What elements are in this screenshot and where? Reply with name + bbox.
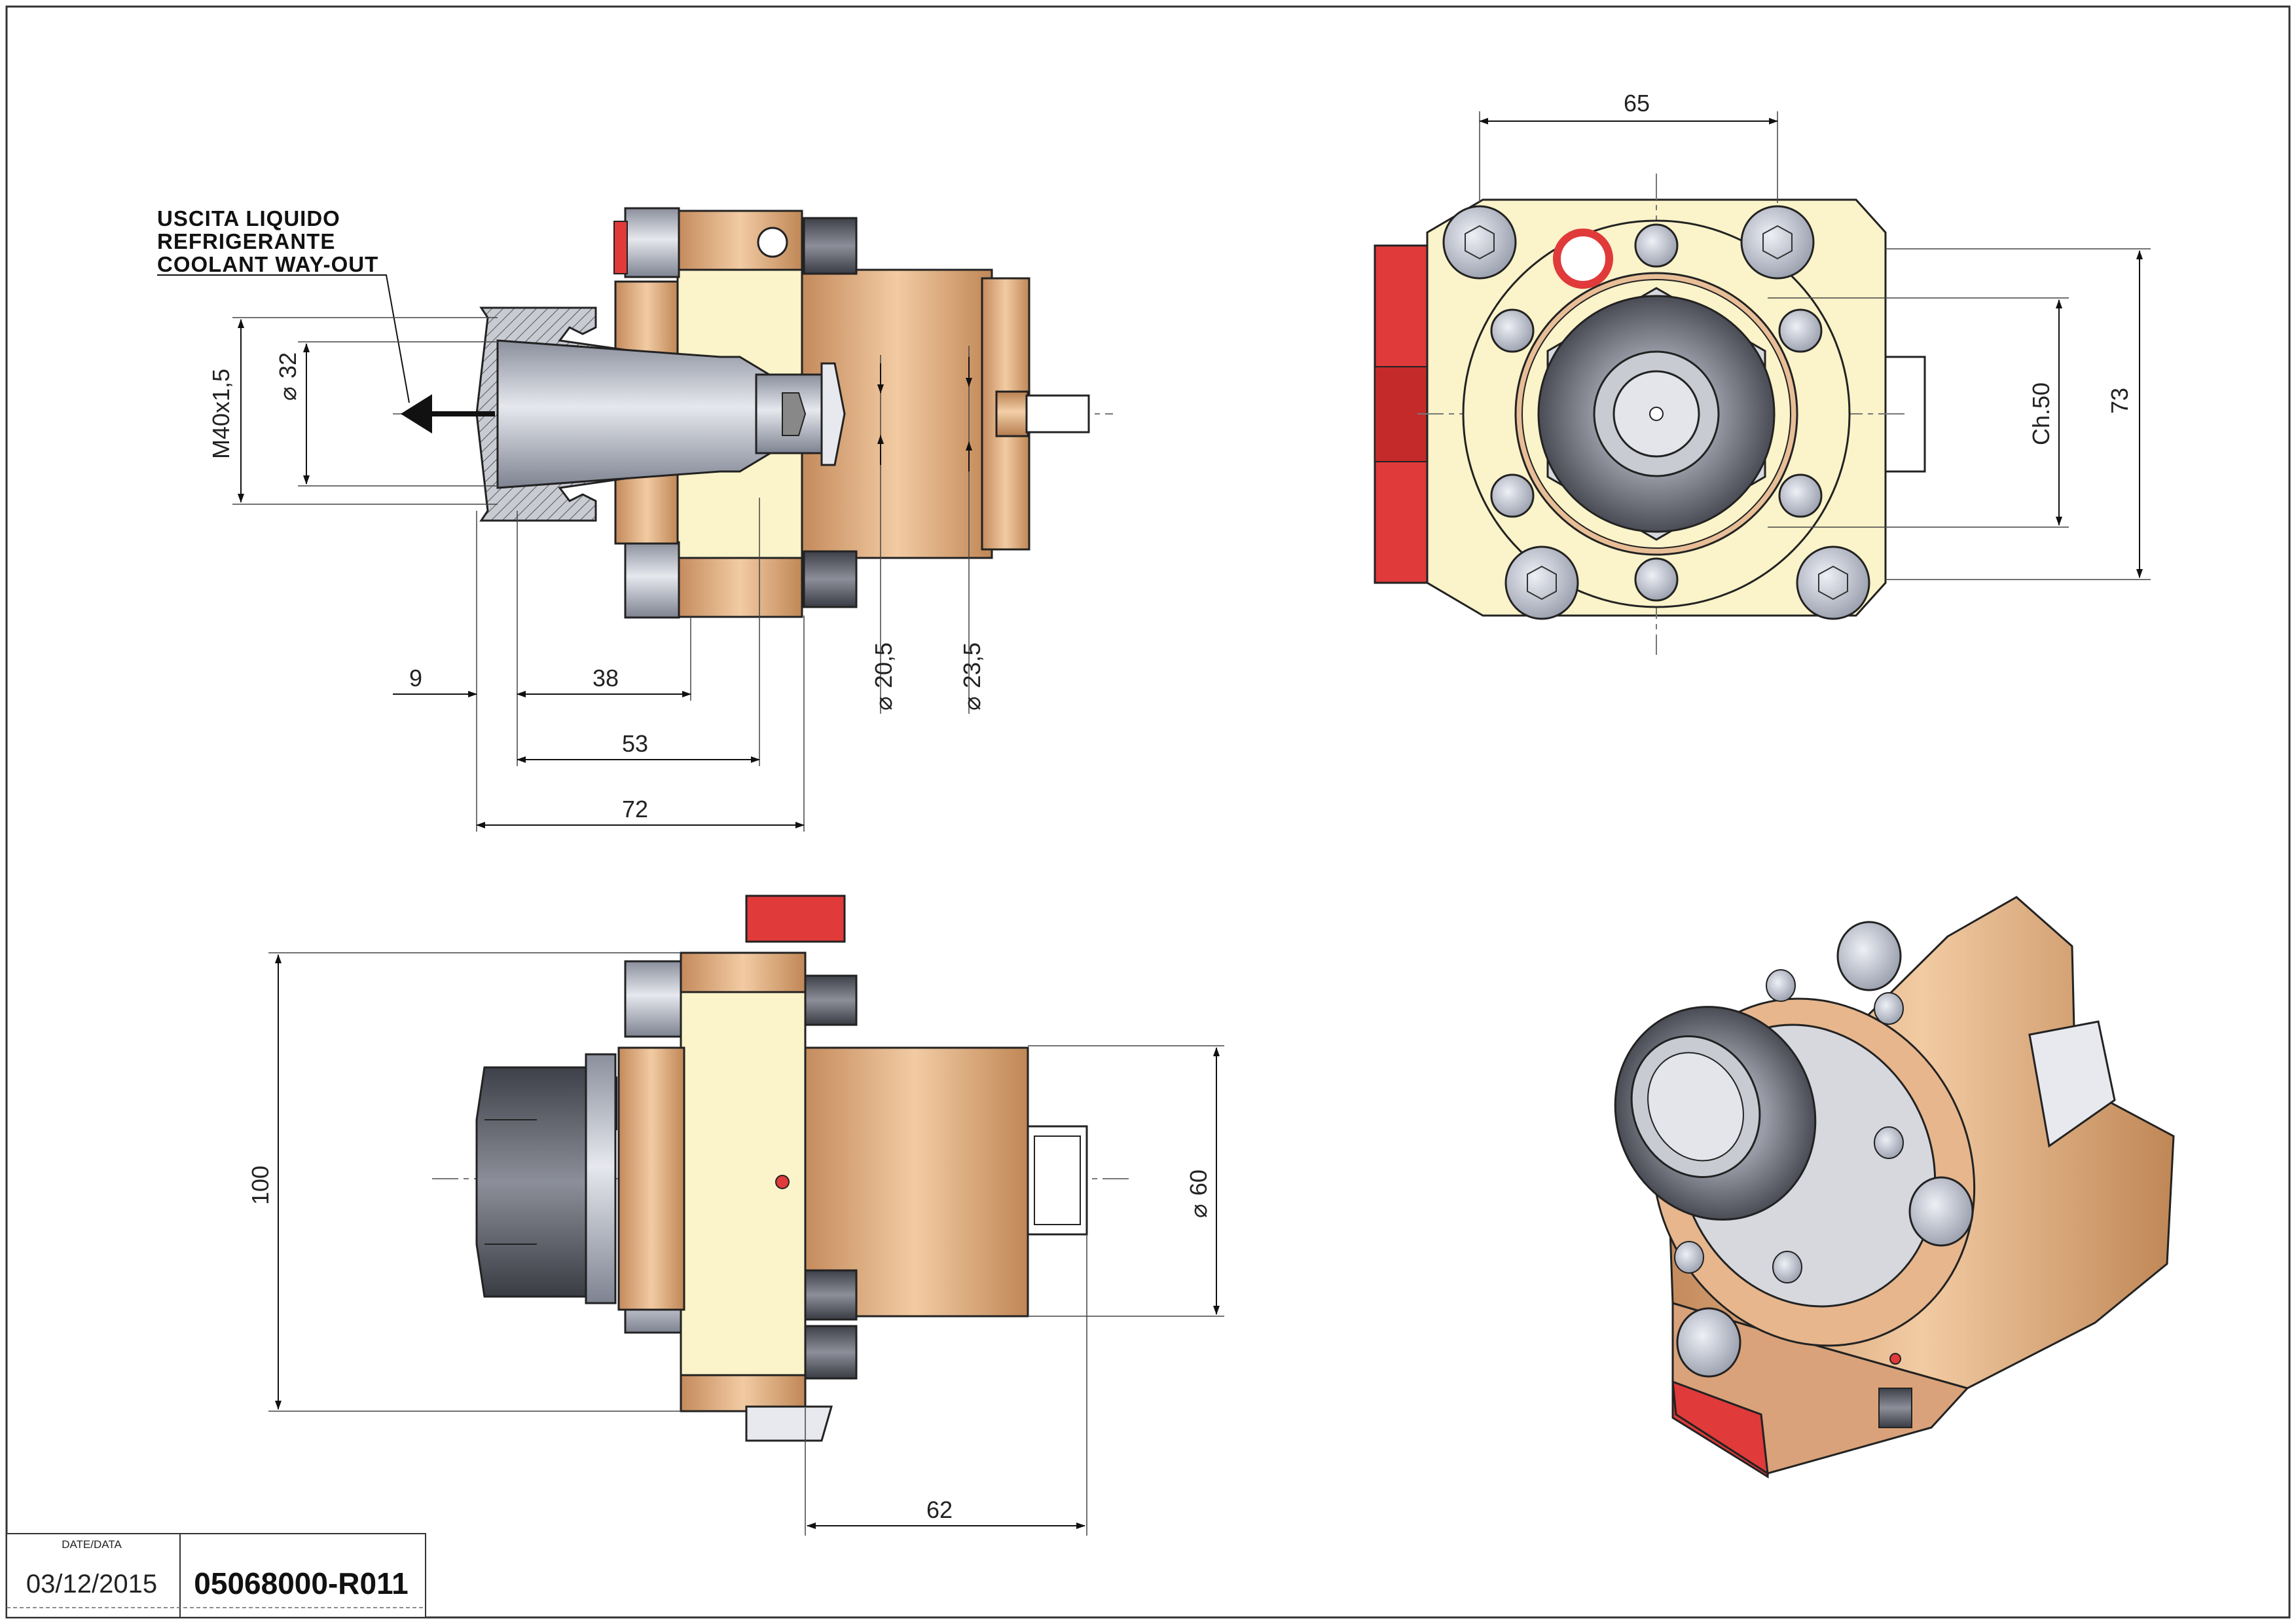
top-collet-nut <box>475 1066 587 1298</box>
dim-len72: 72 <box>622 796 648 822</box>
flange-plate-bottom <box>624 541 680 619</box>
svg-text:⌀: ⌀ <box>1185 1204 1212 1218</box>
dim-dia20-5: ⌀ 20,5 <box>870 642 897 710</box>
dim-dia32: ⌀ 32 <box>274 352 301 401</box>
bolt-bottom-right-icon <box>1796 545 1870 620</box>
drive-shaft <box>1025 394 1090 434</box>
dim-height100: 100 <box>247 1166 274 1205</box>
dim-len38: 38 <box>592 665 619 692</box>
dim-dia60: ⌀ 60 <box>1185 1170 1212 1218</box>
isometric-view <box>1614 896 2175 1479</box>
drawing-code: 05068000-R011 <box>194 1566 408 1600</box>
dim-hex50: Ch.50 <box>2028 382 2054 445</box>
flange-plate-top <box>624 207 680 278</box>
dim-len53: 53 <box>622 730 648 757</box>
coolant-arrow-head <box>401 394 432 434</box>
bolt-bottom-left-icon <box>1504 545 1579 620</box>
iso-bolts-icon <box>1674 921 1974 1378</box>
top-view: 100 ⌀ 60 62 <box>247 895 1224 1536</box>
note-line1: USCITA LIQUIDO <box>157 206 340 231</box>
section-view: M40x1,5 ⌀ 32 9 38 53 72 <box>157 206 1113 832</box>
bolt-top-left-icon <box>1442 205 1517 280</box>
coolant-port <box>757 227 788 258</box>
dim-thread: M40x1,5 <box>208 369 234 459</box>
red-coolant-plug-icon <box>1553 229 1613 289</box>
rear-bolt-top <box>803 217 858 275</box>
bolt-top-right-icon <box>1740 205 1815 280</box>
flange-bottom-block <box>676 557 803 618</box>
note-line2: REFRIGERANTE <box>157 229 335 253</box>
svg-text:32: 32 <box>274 352 301 378</box>
set-screw <box>782 392 807 436</box>
svg-text:⌀: ⌀ <box>274 386 301 401</box>
note-line3: COOLANT WAY-OUT <box>157 252 378 276</box>
svg-text:60: 60 <box>1185 1170 1212 1196</box>
top-drive-shaft <box>1027 1125 1088 1236</box>
front-view: 65 Ch.50 73 <box>1374 90 2151 655</box>
red-key-top <box>613 221 628 274</box>
dim-dia23-5: ⌀ 23,5 <box>958 642 985 710</box>
drawing-date: 03/12/2015 <box>26 1570 157 1598</box>
note-leader <box>157 274 410 403</box>
spindle-tip <box>820 362 846 466</box>
dim-len62: 62 <box>926 1496 953 1523</box>
top-flange <box>680 981 807 1409</box>
dim-len9: 9 <box>409 665 422 692</box>
date-label: DATE/DATA <box>62 1538 122 1551</box>
dim-width65: 65 <box>1624 90 1650 117</box>
title-block: DATE/DATA 03/12/2015 05068000-R011 <box>6 1533 426 1618</box>
svg-text:20,5: 20,5 <box>870 642 897 688</box>
iso-red-key <box>1671 1380 1769 1475</box>
small-bolts <box>1490 223 1823 602</box>
sheet-border <box>5 5 2291 1619</box>
svg-text:23,5: 23,5 <box>958 642 985 688</box>
svg-text:⌀: ⌀ <box>870 696 897 710</box>
svg-text:⌀: ⌀ <box>958 696 985 710</box>
dim-height73: 73 <box>2106 388 2133 414</box>
drive-shaft-hub <box>995 390 1029 437</box>
red-clamp <box>745 895 846 943</box>
rear-bolt-bottom <box>803 550 858 608</box>
